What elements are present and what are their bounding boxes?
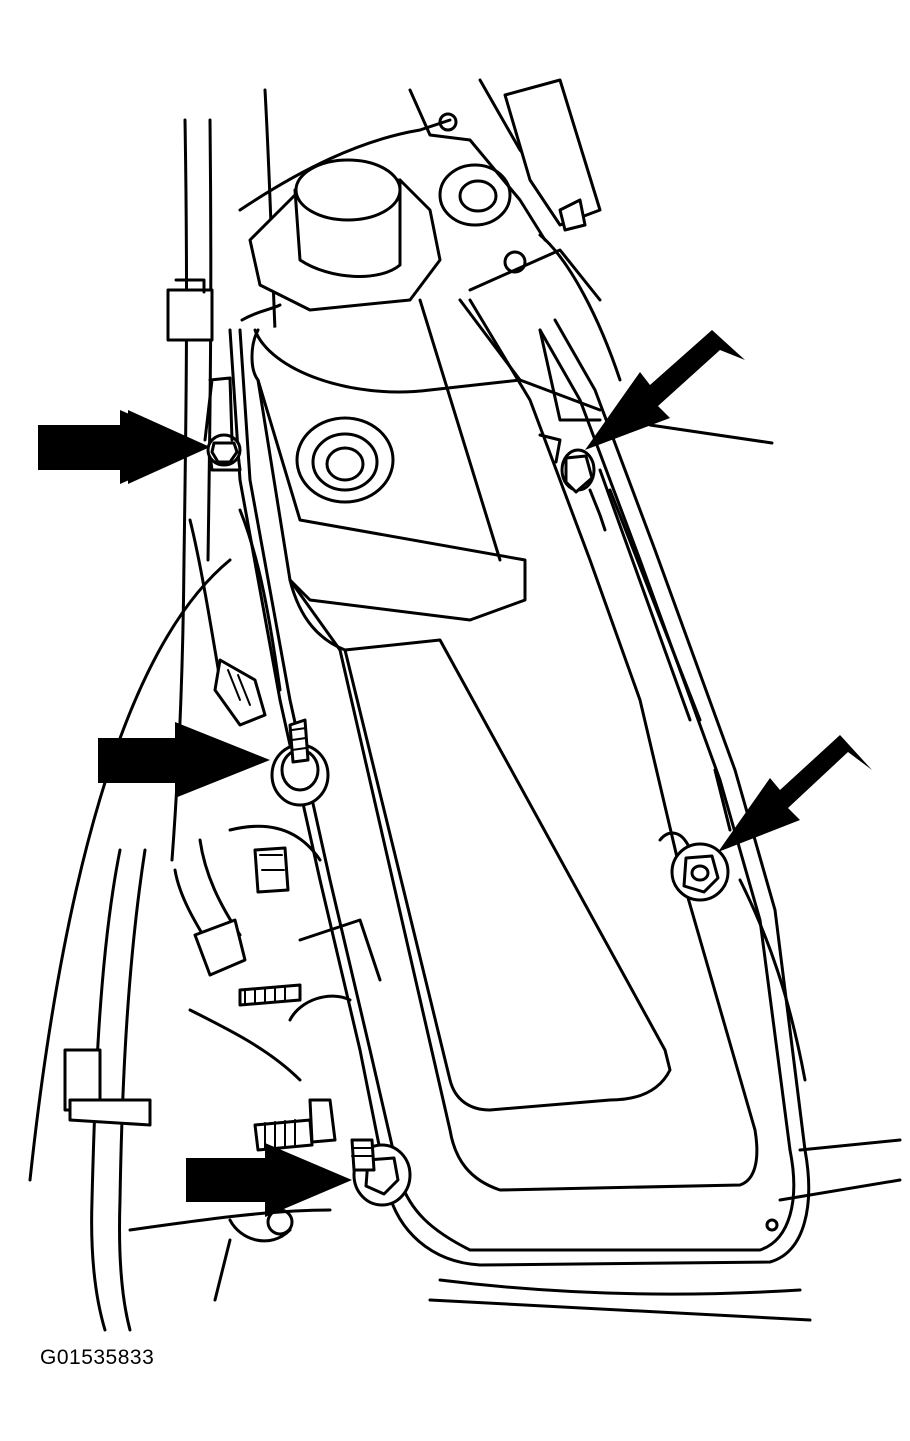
arrow-middle-right-bolt: [718, 735, 872, 852]
engine-lower-parts: [128, 878, 902, 1322]
bolt-lower-left: [253, 846, 412, 1207]
left-hoses: [28, 118, 322, 1332]
bolt-middle-left: [213, 658, 330, 807]
arrow-upper-right-bolt: [585, 330, 745, 450]
arrow-middle-left-bolt: [98, 722, 270, 798]
arrow-lower-left-bolt: [186, 1143, 352, 1217]
engine-upper-parts: [238, 78, 622, 382]
figure-id-label: G01535833: [40, 1346, 155, 1369]
callout-leader-line: [648, 423, 774, 445]
bolt-upper-right: [538, 433, 607, 532]
bolt-upper-left: [203, 376, 242, 472]
arrow-upper-left-bolt: [38, 410, 210, 484]
bolt-middle-right: [658, 831, 730, 902]
oil-filler-cap: [248, 158, 442, 312]
